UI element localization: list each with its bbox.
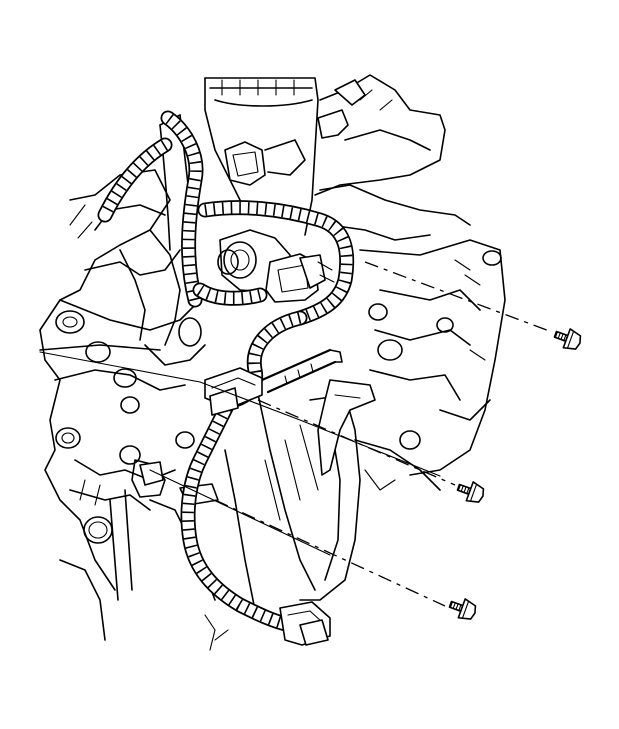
- assembly-leader-lines: [39, 261, 553, 607]
- engine-block: [39, 74, 506, 651]
- bolt-middle-icon: [456, 481, 485, 503]
- bolt-upper-icon: [553, 328, 582, 350]
- harness-connectors: [204, 79, 366, 646]
- bolt-lower-icon: [448, 598, 477, 620]
